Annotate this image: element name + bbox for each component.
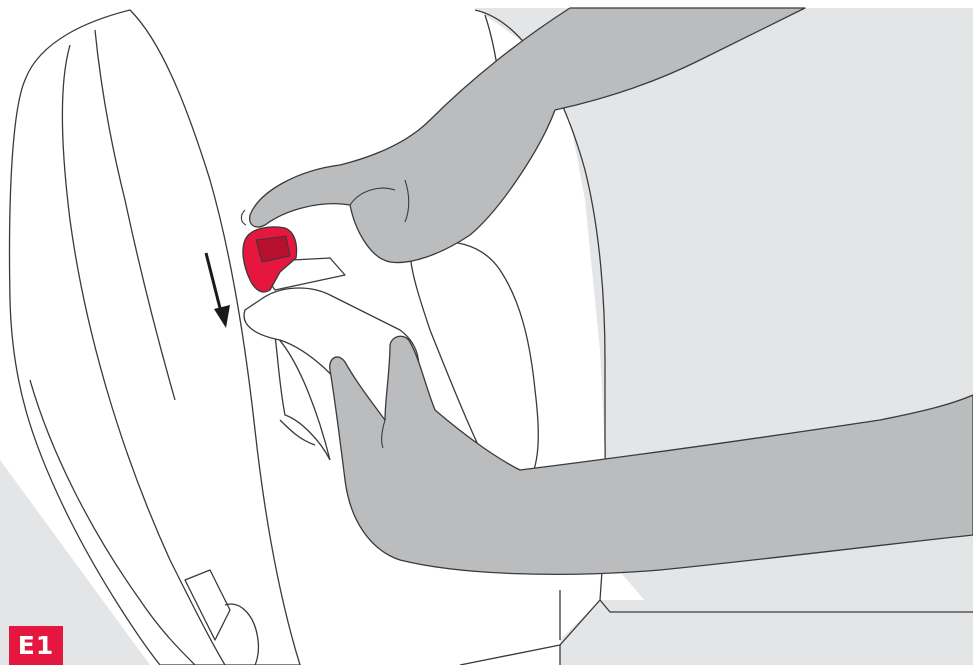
step-label: E1 <box>9 626 63 665</box>
